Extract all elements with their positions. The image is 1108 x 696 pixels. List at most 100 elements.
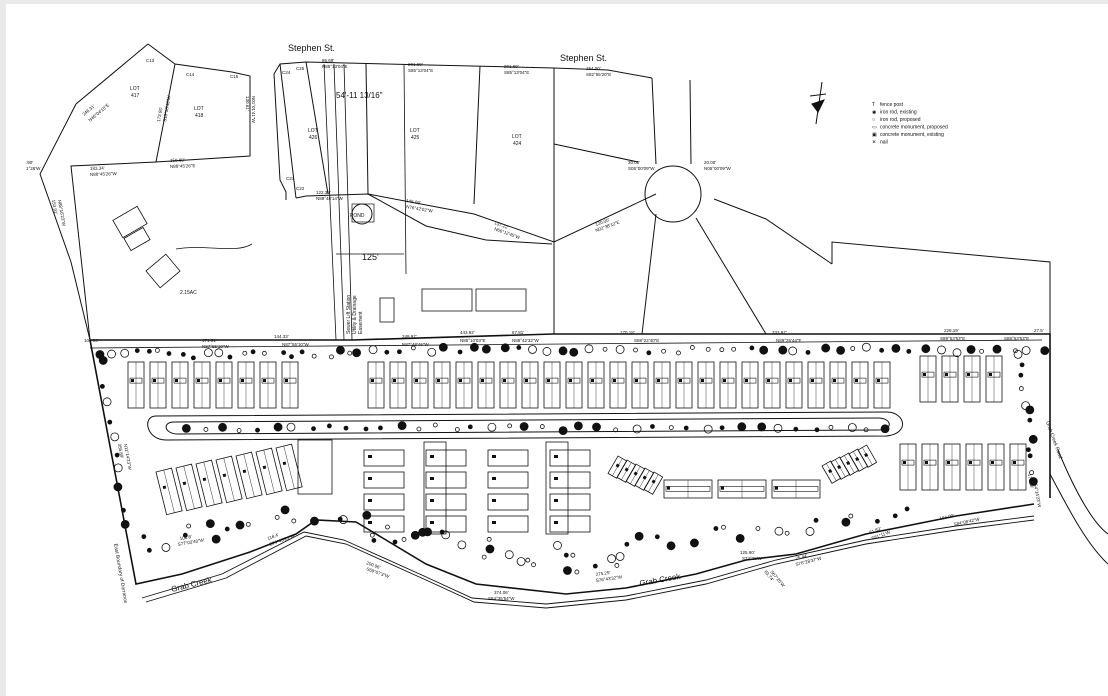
tree-symbol bbox=[1013, 349, 1023, 359]
unit-bottom-left bbox=[175, 463, 203, 512]
lot-424-num: 424 bbox=[513, 141, 522, 147]
dimension-label: 333.97' bbox=[772, 330, 787, 335]
tree-symbol bbox=[690, 538, 699, 548]
unit-bottom-right bbox=[921, 443, 939, 491]
tree-symbol bbox=[891, 343, 901, 353]
unit-top-row bbox=[389, 361, 407, 409]
unit-top-row bbox=[829, 361, 847, 409]
dimension-label: S77°02'40"W bbox=[177, 537, 205, 547]
tree-symbol bbox=[224, 526, 230, 532]
tree-symbol bbox=[401, 537, 407, 542]
dimension-label: 20.00' bbox=[704, 160, 716, 165]
tree-symbol bbox=[99, 383, 105, 389]
dimension-top: 54'-11 13/16" bbox=[336, 91, 383, 100]
curve-c22: C22 bbox=[296, 186, 305, 191]
tree-symbol bbox=[828, 424, 834, 430]
curve-c24: C24 bbox=[282, 70, 291, 75]
tree-symbol bbox=[363, 426, 369, 432]
dimension-label: N87°55'10"W bbox=[202, 344, 230, 349]
tree-symbol bbox=[299, 349, 305, 355]
unit-top-row bbox=[499, 361, 517, 409]
dimension-label: 177.28' bbox=[1027, 473, 1034, 488]
street-label-stephen-left: Stephen St. bbox=[288, 43, 335, 53]
tree-symbol bbox=[602, 346, 608, 352]
unit-top-row bbox=[785, 361, 803, 409]
tree-symbol bbox=[848, 513, 854, 519]
dimension-label: 201.69' bbox=[504, 64, 519, 69]
tree-symbol bbox=[632, 424, 642, 434]
unit-center-block bbox=[363, 493, 405, 511]
unit-center-block bbox=[549, 515, 591, 533]
tree-symbol bbox=[457, 349, 463, 355]
dimension-label: 229.19' bbox=[944, 328, 959, 333]
unit-bottom-left bbox=[255, 447, 283, 496]
tree-symbol bbox=[347, 350, 353, 356]
tree-symbol bbox=[749, 345, 755, 351]
tree-symbol bbox=[481, 344, 491, 354]
legend-symbol: ▣ bbox=[872, 132, 877, 138]
tree-symbol bbox=[181, 424, 191, 433]
dimension-label: N87°48'46"W bbox=[402, 342, 430, 347]
unit-bottom-right bbox=[943, 443, 961, 491]
tree-symbol bbox=[1019, 362, 1025, 368]
tree-symbol bbox=[182, 532, 188, 538]
street-label-stephen-right: Stephen St. bbox=[560, 53, 607, 63]
unit-top-row bbox=[873, 361, 891, 409]
tree-symbol bbox=[1029, 470, 1034, 476]
street-label-grab-creek-road: Grab Creek Road bbox=[1044, 421, 1063, 460]
unit-bottom-right bbox=[987, 443, 1005, 491]
tree-symbol bbox=[805, 350, 811, 355]
tree-symbol bbox=[120, 520, 130, 529]
lot-424-word: LOT bbox=[512, 134, 522, 140]
dimension-label: .90' bbox=[26, 160, 33, 165]
tree-symbol bbox=[666, 541, 676, 551]
unit-block-left bbox=[297, 439, 333, 495]
tree-symbol bbox=[592, 422, 601, 432]
easement-label: Sewer Lift StationUtility & DrainageEase… bbox=[346, 295, 364, 334]
unit-top-row bbox=[543, 361, 561, 409]
tree-symbol bbox=[311, 353, 317, 359]
unit-bottom-left bbox=[155, 467, 183, 516]
pond bbox=[351, 203, 375, 225]
dimension-label: 122.38' bbox=[316, 190, 331, 195]
unit-center-block bbox=[487, 493, 529, 511]
dimension-label: 355.89' bbox=[117, 443, 124, 458]
dimension-label: 137.22' bbox=[494, 220, 510, 230]
tree-symbol bbox=[553, 541, 562, 550]
lot-418-word: LOT bbox=[194, 106, 204, 112]
tree-symbol bbox=[861, 342, 871, 352]
dimension-label: 173.95' bbox=[156, 107, 163, 122]
unit-tilted-right bbox=[821, 460, 842, 484]
tree-symbol bbox=[245, 521, 251, 527]
unit-center-block bbox=[549, 449, 591, 467]
dimension-label: S05°00'09"W bbox=[628, 166, 655, 171]
unit-top-row bbox=[367, 361, 385, 409]
unit-tilted-left bbox=[607, 455, 628, 479]
curve-c23: C23 bbox=[286, 176, 295, 181]
tree-symbol bbox=[141, 534, 147, 540]
unit-bottom-center bbox=[771, 479, 821, 499]
tree-symbol bbox=[713, 526, 719, 531]
tree-symbol bbox=[336, 345, 345, 355]
easement-corridor bbox=[323, 63, 407, 341]
tree-symbol bbox=[966, 345, 976, 354]
dimension-label: N85°10'03"E bbox=[460, 338, 486, 343]
tree-symbol bbox=[427, 347, 437, 357]
tree-symbol bbox=[937, 345, 946, 355]
tree-symbol bbox=[614, 563, 620, 568]
unit-top-right bbox=[919, 355, 937, 403]
unit-center-block bbox=[487, 471, 529, 489]
legend-symbol: ○ bbox=[872, 117, 875, 123]
tree-symbol bbox=[469, 342, 479, 352]
tree-symbol bbox=[113, 463, 123, 473]
tree-symbol bbox=[203, 427, 209, 432]
curve-c14: C14 bbox=[186, 72, 195, 77]
tree-symbol bbox=[880, 424, 890, 434]
tree-symbol bbox=[155, 348, 160, 353]
unit-top-right bbox=[941, 355, 959, 403]
tree-symbol bbox=[203, 348, 213, 358]
unit-bottom-center bbox=[663, 479, 713, 499]
